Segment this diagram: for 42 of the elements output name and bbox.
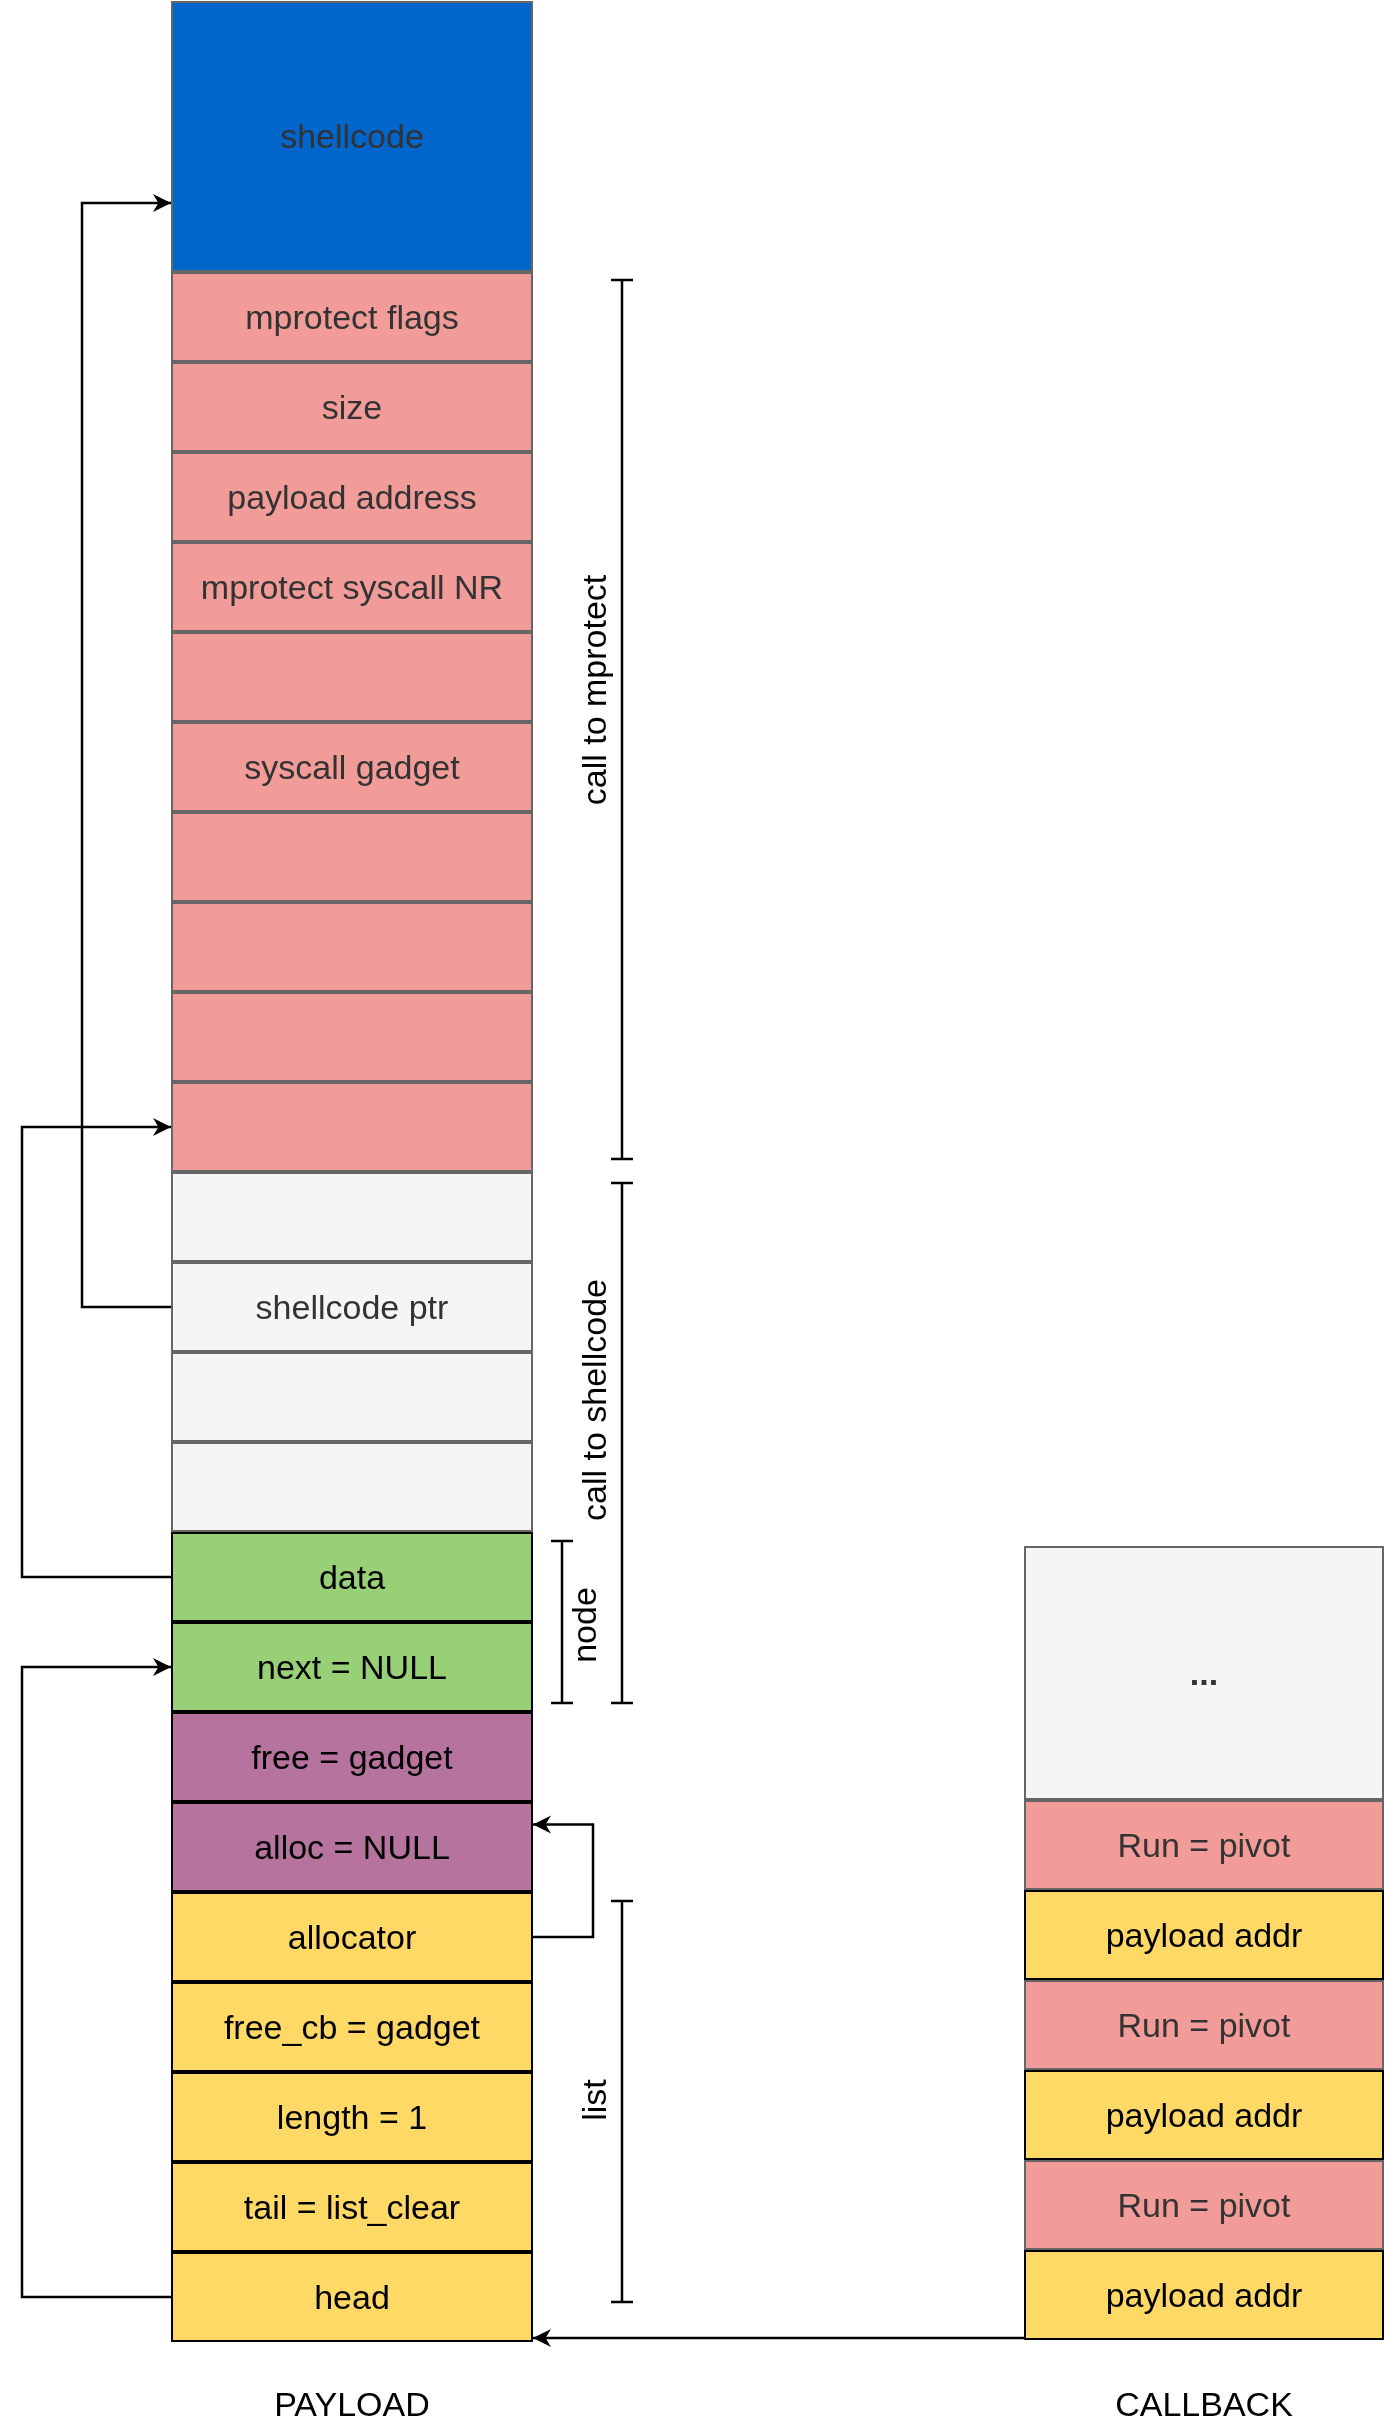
arrow (80, 194, 171, 1309)
empty-memory-cell (171, 1082, 533, 1172)
empty-memory-cell (171, 1442, 533, 1532)
arrow (533, 1815, 595, 1939)
bracket-label: list (574, 2079, 614, 2121)
memory-cell: alloc = NULL (171, 1802, 533, 1892)
memory-cell: mprotect flags (171, 272, 533, 362)
memory-cell: Run = pivot (1024, 2160, 1384, 2250)
column-label: PAYLOAD (274, 2384, 430, 2424)
column-label: CALLBACK (1115, 2384, 1293, 2424)
memory-cell: next = NULL (171, 1622, 533, 1712)
empty-memory-cell (171, 812, 533, 902)
arrow (533, 2329, 1024, 2347)
memory-cell: size (171, 362, 533, 452)
empty-memory-cell (171, 1172, 533, 1262)
memory-cell: Run = pivot (1024, 1800, 1384, 1890)
memory-cell: tail = list_clear (171, 2162, 533, 2252)
memory-cell: ... (1024, 1546, 1384, 1800)
arrow (20, 1658, 171, 2299)
empty-memory-cell (171, 632, 533, 722)
memory-cell: payload addr (1024, 2070, 1384, 2160)
memory-cell: length = 1 (171, 2072, 533, 2162)
memory-cell: free = gadget (171, 1712, 533, 1802)
memory-cell: allocator (171, 1892, 533, 1982)
memory-cell: mprotect syscall NR (171, 542, 533, 632)
memory-cell: payload addr (1024, 1890, 1384, 1980)
memory-cell: head (171, 2252, 533, 2342)
memory-cell: data (171, 1532, 533, 1622)
bracket-label: call to shellcode (574, 1279, 614, 1521)
memory-cell: payload address (171, 452, 533, 542)
bracket-label: call to mprotect (574, 574, 614, 806)
arrow (20, 1118, 171, 1579)
memory-cell: Run = pivot (1024, 1980, 1384, 2070)
bracket-label: node (564, 1587, 604, 1663)
empty-memory-cell (171, 1352, 533, 1442)
memory-cell: shellcode (171, 1, 533, 272)
memory-cell: syscall gadget (171, 722, 533, 812)
empty-memory-cell (171, 902, 533, 992)
memory-cell: shellcode ptr (171, 1262, 533, 1352)
memory-cell: payload addr (1024, 2250, 1384, 2340)
memory-cell: free_cb = gadget (171, 1982, 533, 2072)
empty-memory-cell (171, 992, 533, 1082)
